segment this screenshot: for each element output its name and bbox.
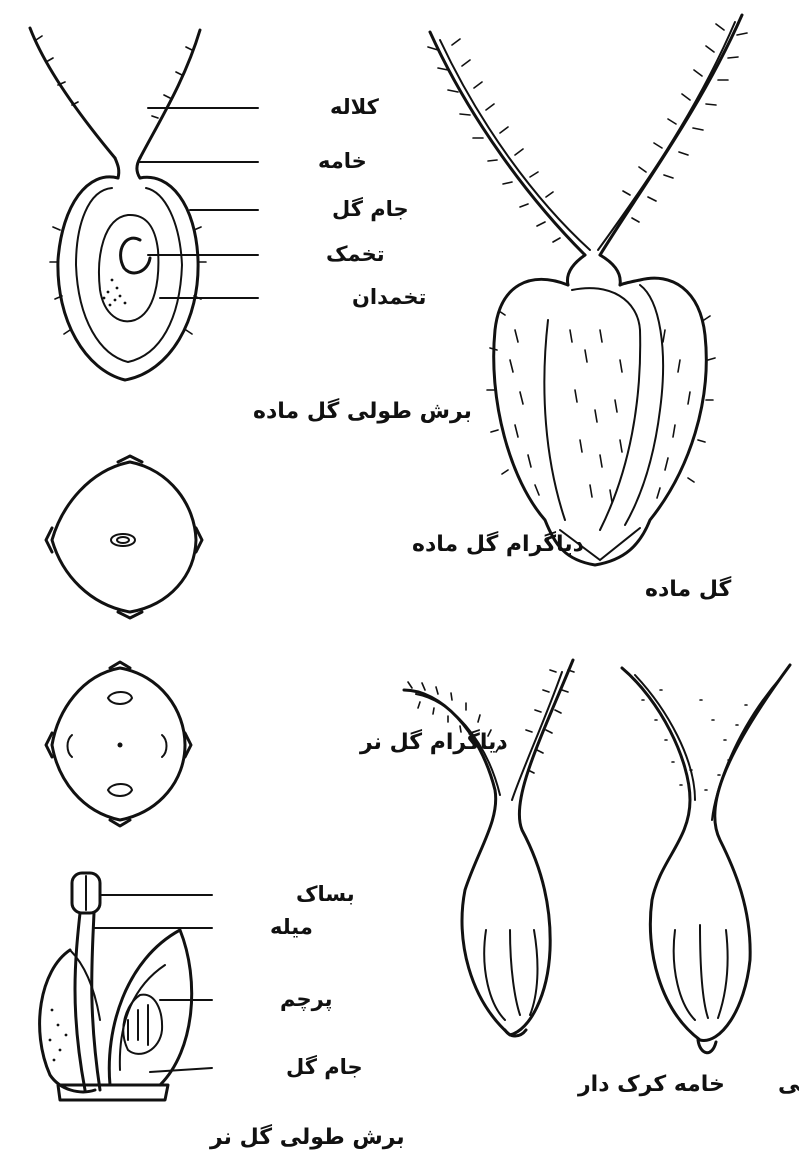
male-section-drawing [40,873,212,1100]
female-diagram-drawing [46,456,202,618]
ovary-label: تخمدان [352,285,426,309]
membranous-style-drawing [622,665,790,1053]
hairy-style-caption: خامه کرک دار [577,1072,725,1097]
male-section-caption: برش طولی گل نر [209,1123,405,1150]
female-section-drawing [30,28,258,380]
anther-label: بساک [296,882,355,906]
stigma-label: کلاله [330,95,380,119]
female-flower-drawing [428,15,747,565]
perianth-label-male: جام گل [286,1054,363,1079]
membranous-style-caption: خامه غشایی [778,1072,799,1097]
style-label: خامه [318,149,367,173]
ovule-label: تخمک [326,242,385,266]
perianth-label-female: جام گل [332,196,409,221]
female-section-caption: برش طولی گل ماده [253,397,472,424]
male-diagram-drawing [46,662,191,826]
female-diagram-caption: دیاگرام گل ماده [412,530,584,557]
male-diagram-caption: دیاگرام گل نر [359,728,508,755]
hairy-style-drawing [404,660,574,1036]
filament-label: میله [270,915,313,939]
stamen-label: پرچم [280,987,333,1011]
female-flower-caption: گل ماده [645,575,731,602]
